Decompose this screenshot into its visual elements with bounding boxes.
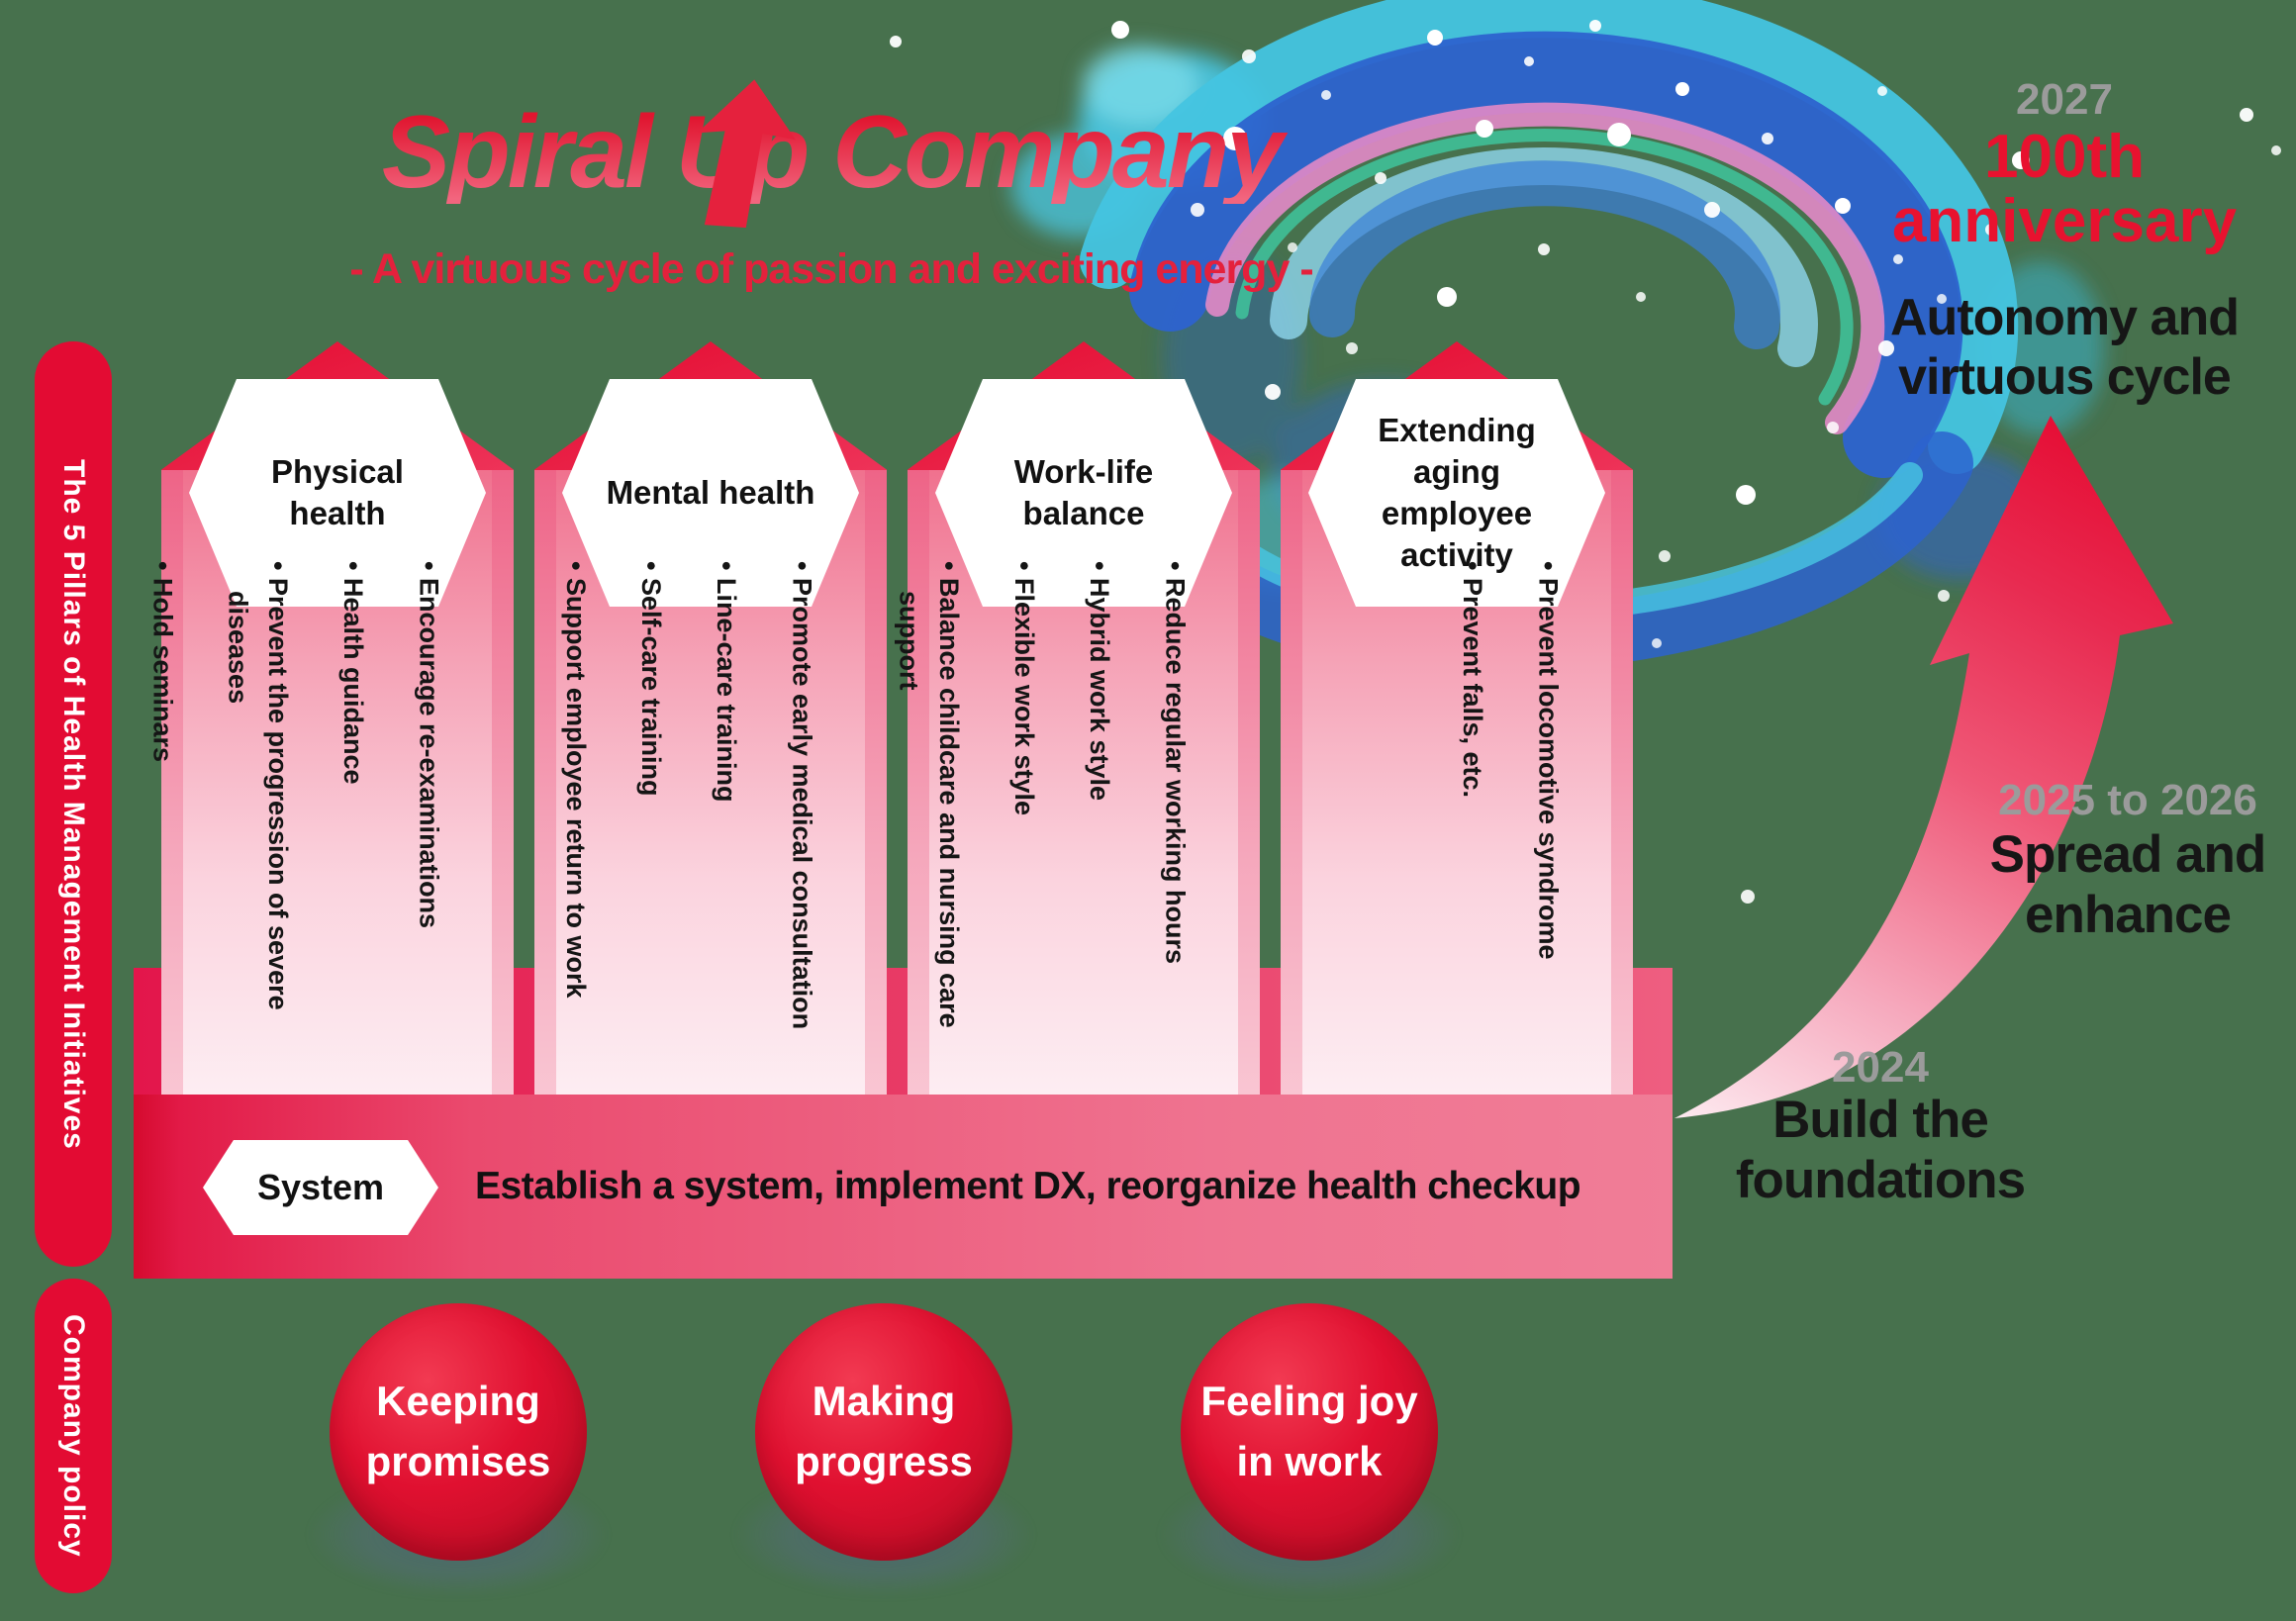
pillar-bullets: • Reduce regular working hours • Hybrid … bbox=[883, 561, 1224, 1064]
pillar-title-hexagon: Work-life balance bbox=[935, 379, 1232, 607]
bullet-item: • Health guidance bbox=[338, 561, 369, 785]
bullet-item: • Hybrid work style bbox=[1085, 561, 1115, 802]
pillar-title-hexagon: Extending aging employee activity bbox=[1308, 379, 1605, 607]
pillar-title: Mental health bbox=[606, 473, 815, 511]
pillar-title-hexagon: Mental health bbox=[562, 379, 859, 607]
page-title: Spiral Up Company bbox=[233, 101, 1430, 204]
pillar-bullets: • Prevent locomotive syndrome • Prevent … bbox=[1447, 561, 1597, 1064]
pillar-mental-health: Mental health • Promote early medical co… bbox=[534, 341, 887, 1099]
policy-circle-label: Feeling joy in work bbox=[1200, 1378, 1418, 1484]
system-description: Establish a system, implement DX, reorga… bbox=[475, 1165, 1581, 1207]
timeline-2027-year: 2027 bbox=[2016, 75, 2113, 124]
bullet-item: • Prevent falls, etc. bbox=[1458, 561, 1488, 799]
timeline-2024-year: 2024 bbox=[1832, 1043, 1929, 1092]
bullet-item: • Support employee return to work bbox=[560, 561, 591, 999]
sidebar-pillars-label-text: The 5 Pillars of Health Management Initi… bbox=[57, 458, 90, 1150]
system-label: System bbox=[256, 1167, 385, 1207]
bullet-item: • Self-care training bbox=[635, 561, 666, 797]
sidebar-pillars-label: The 5 Pillars of Health Management Initi… bbox=[35, 341, 112, 1267]
timeline-2024-label: Build the foundations bbox=[1735, 1091, 2026, 1209]
bullet-item: • Prevent the progression of severe dise… bbox=[223, 561, 293, 1010]
pillar-work-life-balance: Work-life balance • Reduce regular worki… bbox=[894, 341, 1260, 1099]
page-subtitle: - A virtuous cycle of passion and exciti… bbox=[349, 245, 1313, 293]
policy-circle-keeping-promises: Keeping promises bbox=[330, 1303, 587, 1561]
pillar-title: Extending aging employee activity bbox=[1378, 411, 1536, 574]
bullet-item: • Flexible work style bbox=[1008, 561, 1039, 816]
bullet-item: • Line-care training bbox=[712, 561, 742, 803]
pillar-extending-aging-employee-activity: Extending aging employee activity • Prev… bbox=[1281, 341, 1633, 1099]
bullet-item: • Encourage re-examinations bbox=[414, 561, 444, 929]
bullet-item: • Reduce regular working hours bbox=[1160, 561, 1191, 965]
pillar-physical-health: Physical health • Encourage re-examinati… bbox=[147, 341, 514, 1099]
timeline-2027-label: Autonomy and virtuous cycle bbox=[1890, 289, 2240, 406]
bullet-item: • Hold seminars bbox=[147, 561, 178, 763]
pillar-bullets: • Promote early medical consultation • L… bbox=[549, 561, 851, 1064]
system-hexagon: System bbox=[203, 1140, 438, 1235]
system-bar: System Establish a system, implement DX,… bbox=[134, 1095, 1673, 1279]
bullet-item: • Balance childcare and nursing care sup… bbox=[894, 561, 964, 1028]
sidebar-company-policy-label: Company policy bbox=[35, 1279, 112, 1593]
pillar-title-hexagon: Physical health bbox=[189, 379, 486, 607]
pillar-title: Physical health bbox=[271, 452, 404, 531]
policy-circle-feeling-joy-in-work: Feeling joy in work bbox=[1181, 1303, 1438, 1561]
policy-circle-making-progress: Making progress bbox=[755, 1303, 1012, 1561]
pillar-title: Work-life balance bbox=[1013, 452, 1154, 531]
pillar-bullets: • Encourage re-examinations • Health gui… bbox=[137, 561, 478, 1064]
policy-circle-label: Keeping promises bbox=[365, 1378, 551, 1484]
up-arrow-icon bbox=[697, 79, 797, 229]
timeline-2025-2026-year: 2025 to 2026 bbox=[1998, 776, 2257, 824]
bullet-item: • Promote early medical consultation bbox=[787, 561, 817, 1030]
timeline-2025-2026-label: Spread and enhance bbox=[1989, 825, 2267, 944]
bullet-item: • Prevent locomotive syndrome bbox=[1533, 561, 1564, 960]
policy-circle-label: Making progress bbox=[795, 1378, 973, 1484]
sidebar-company-policy-text: Company policy bbox=[57, 1314, 90, 1558]
timeline-2027-highlight: 100th anniversary bbox=[1891, 123, 2238, 256]
